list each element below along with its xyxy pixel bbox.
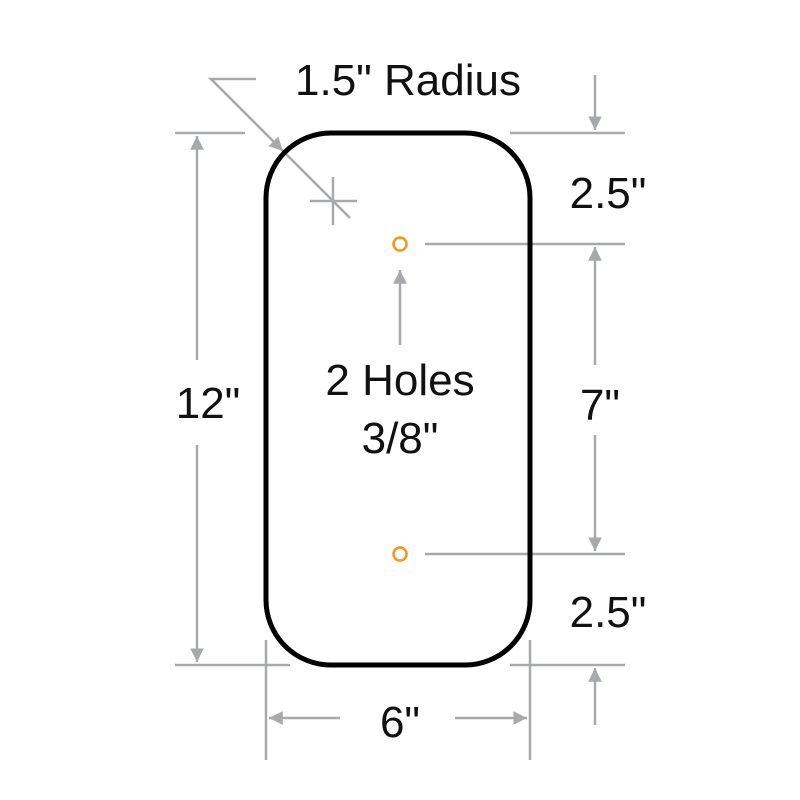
radius-leader-line xyxy=(282,150,351,219)
height-label: 12" xyxy=(176,379,241,428)
width-label: 6" xyxy=(380,698,420,747)
radius-leader-arrow xyxy=(207,77,284,152)
bottom-offset-label: 2.5" xyxy=(570,588,647,637)
radius-label: 1.5" Radius xyxy=(295,56,521,105)
sign-outline xyxy=(263,130,533,668)
top-offset-label: 2.5" xyxy=(570,169,647,218)
holes-label-count: 2 Holes xyxy=(325,356,474,405)
dimension-lines xyxy=(175,75,625,760)
hole-spacing-label: 7" xyxy=(580,381,620,430)
mounting-hole-bottom xyxy=(392,546,408,562)
holes-label-size: 3/8" xyxy=(362,414,439,463)
mounting-hole-top xyxy=(392,236,408,252)
